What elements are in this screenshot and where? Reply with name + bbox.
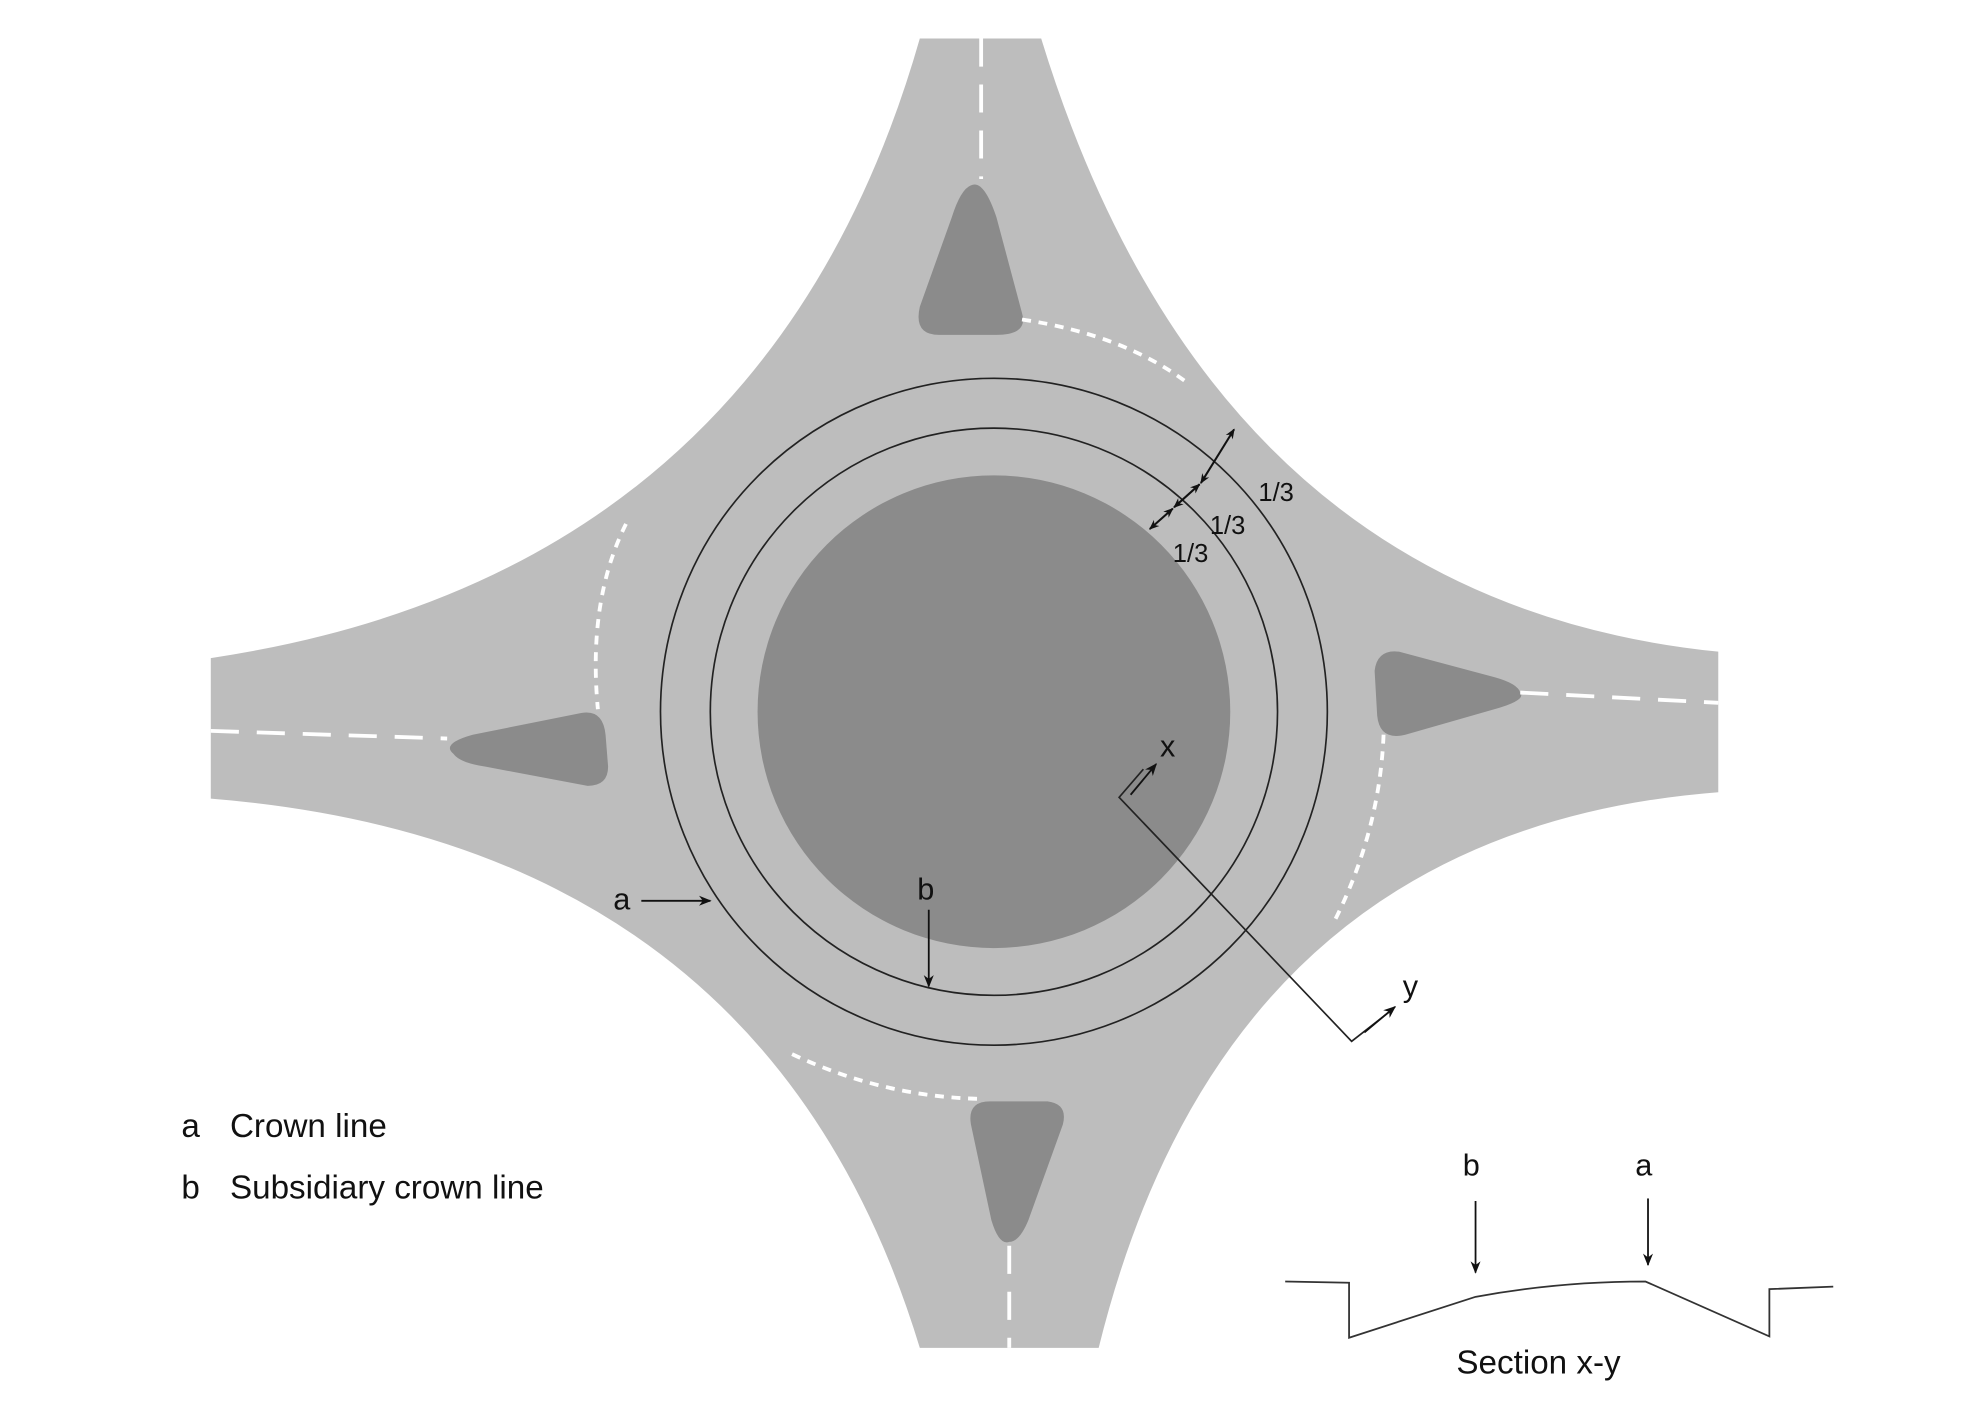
arrow-x [1129,763,1157,796]
splitter-island-north [918,184,1024,335]
give-way-lines [593,317,1386,1101]
section-title: Section x-y [1456,1344,1621,1381]
cross-section: b a Section x-y [1285,1148,1834,1381]
label-x: x [1160,729,1175,763]
subsidiary-crown-line [709,427,1279,997]
thirds-dimension-arrows [1149,428,1235,530]
arrow-y [1363,1006,1397,1034]
splitter-island-west [449,712,609,786]
third-label-middle: 1/3 [1210,512,1246,540]
third-label-inner: 1/3 [1173,540,1209,568]
section-label-b: b [1463,1148,1480,1182]
legend-key-b: b [181,1169,199,1206]
legend-text-b: Subsidiary crown line [230,1169,544,1206]
label-y: y [1403,970,1419,1004]
lane-markings [210,38,1719,1348]
third-label-outer: 1/3 [1258,479,1294,507]
central-island [757,475,1231,949]
section-label-a: a [1635,1148,1653,1182]
section-profile [1285,1280,1834,1339]
crown-line [659,377,1329,1046]
legend-text-a: Crown line [230,1108,387,1145]
splitter-island-south [970,1101,1064,1243]
label-b: b [917,873,934,907]
legend-key-a: a [181,1108,200,1145]
label-a: a [613,883,631,917]
legend: a Crown line b Subsidiary crown line [181,1108,543,1206]
splitter-island-east [1374,651,1522,736]
